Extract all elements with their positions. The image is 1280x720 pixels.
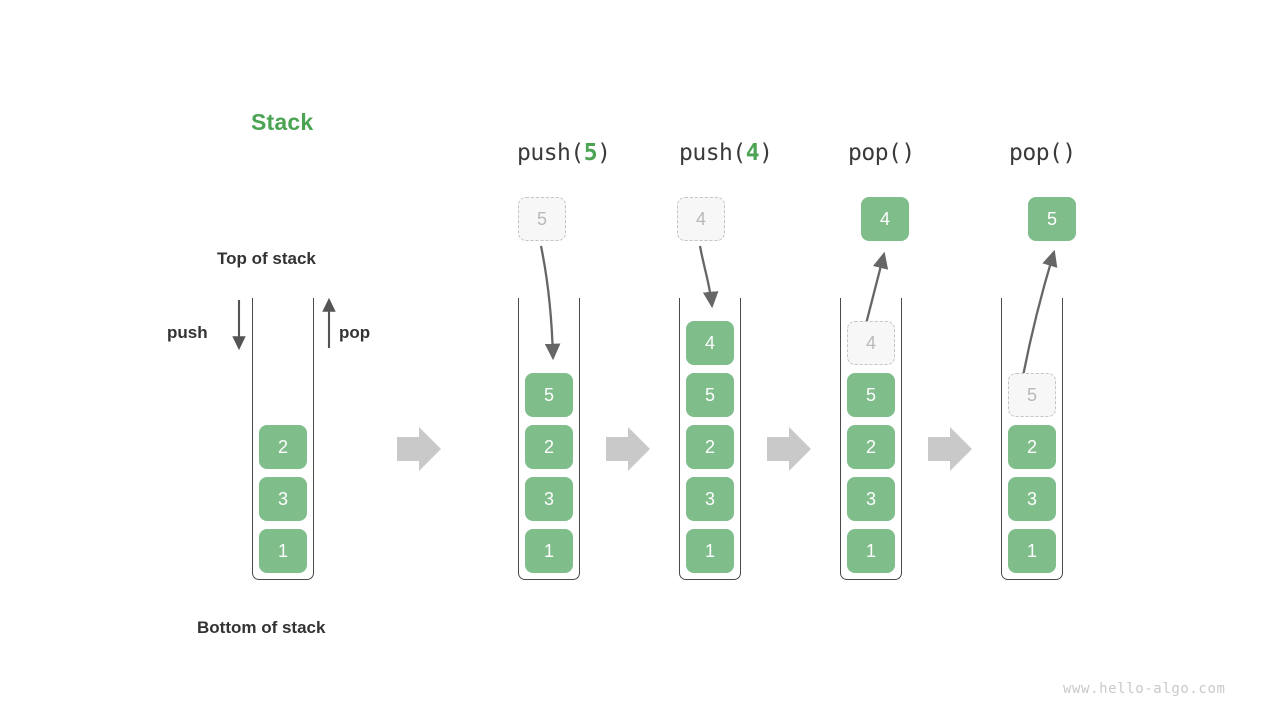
- operation-header-pop-2: pop(): [1009, 140, 1076, 166]
- stack-cell: 3: [259, 477, 307, 521]
- stack-cell: 1: [259, 529, 307, 573]
- incoming-element: 5: [518, 197, 566, 241]
- stack-cell: 2: [525, 425, 573, 469]
- operation-header-push-5: push(5): [517, 140, 611, 166]
- op-prefix: pop(: [848, 140, 902, 166]
- stack-cell: 3: [1008, 477, 1056, 521]
- stack-cell: 1: [525, 529, 573, 573]
- stack-cell: 3: [847, 477, 895, 521]
- stack-cell: 1: [1008, 529, 1056, 573]
- op-suffix: ): [901, 140, 915, 166]
- popped-element: 4: [861, 197, 909, 241]
- stack-container-initial: [252, 298, 314, 580]
- op-suffix: ): [597, 140, 611, 166]
- stack-cell-removed: 4: [847, 321, 895, 365]
- transition-arrow-4: [928, 427, 972, 471]
- incoming-element: 4: [677, 197, 725, 241]
- stack-cell: 1: [686, 529, 734, 573]
- transition-arrow-2: [606, 427, 650, 471]
- top-of-stack-label: Top of stack: [217, 249, 316, 268]
- stack-cell: 3: [686, 477, 734, 521]
- stack-container-push-4: [679, 298, 741, 580]
- op-suffix: ): [759, 140, 773, 166]
- page-title: Stack: [251, 109, 314, 135]
- stack-cell: 5: [525, 373, 573, 417]
- operation-header-pop-1: pop(): [848, 140, 915, 166]
- stack-cell-removed: 5: [1008, 373, 1056, 417]
- push-4-flow-arrow: [698, 245, 719, 309]
- watermark: www.hello-algo.com: [1063, 681, 1226, 697]
- stack-cell: 1: [847, 529, 895, 573]
- operation-header-push-4: push(4): [679, 140, 773, 166]
- op-suffix: ): [1062, 140, 1076, 166]
- transition-arrow-1: [397, 427, 441, 471]
- push-label: push: [167, 323, 208, 342]
- stack-cell: 5: [847, 373, 895, 417]
- pop-label: pop: [339, 323, 371, 342]
- stack-cell: 2: [847, 425, 895, 469]
- stack-cell: 2: [1008, 425, 1056, 469]
- bottom-of-stack-label: Bottom of stack: [197, 618, 326, 637]
- stack-container-pop-2: [1001, 298, 1063, 580]
- stack-container-push-5: [518, 298, 580, 580]
- op-prefix: push(: [517, 140, 584, 166]
- op-argument: 5: [583, 140, 598, 166]
- stack-container-pop-1: [840, 298, 902, 580]
- op-argument: 4: [745, 140, 760, 166]
- op-prefix: pop(: [1009, 140, 1063, 166]
- stack-cell: 3: [525, 477, 573, 521]
- stack-cell: 5: [686, 373, 734, 417]
- stack-cell: 2: [686, 425, 734, 469]
- stack-cell: 4: [686, 321, 734, 365]
- op-prefix: push(: [679, 140, 746, 166]
- transition-arrow-3: [767, 427, 811, 471]
- stack-cell: 2: [259, 425, 307, 469]
- popped-element: 5: [1028, 197, 1076, 241]
